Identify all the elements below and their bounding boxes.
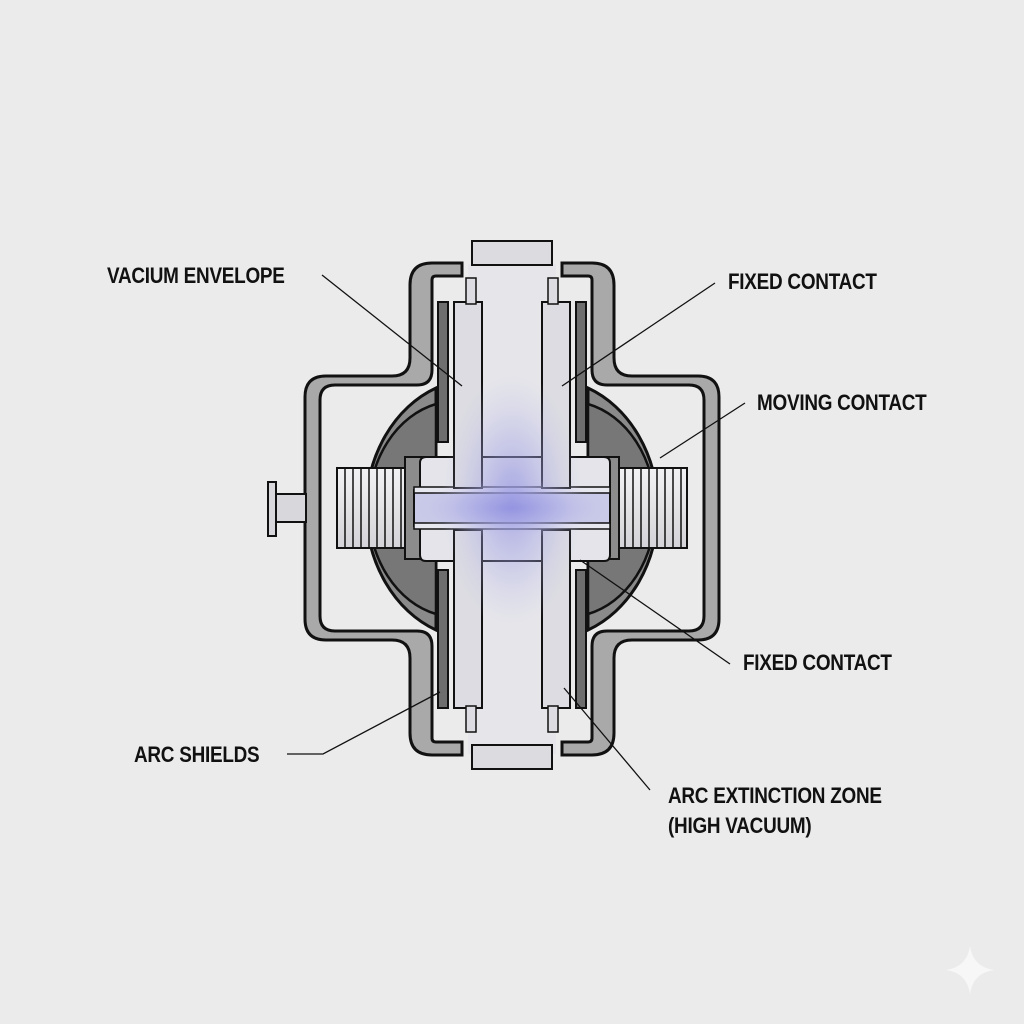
leader-vacuum-envelope bbox=[321, 274, 463, 387]
leader-fixed-contact-bottom bbox=[579, 559, 731, 665]
arc-shield-left-top bbox=[437, 301, 449, 443]
outer-housing-right bbox=[560, 261, 721, 757]
label-fixed-contact-top: FIXED CONTACT bbox=[728, 269, 877, 294]
label-fixed-contact-bottom: FIXED CONTACT bbox=[743, 650, 892, 675]
leader-fixed-contact-top bbox=[561, 282, 716, 387]
leader-arc-shields bbox=[287, 691, 441, 755]
label-vacuum-envelope: VACIUM ENVELOPE bbox=[107, 263, 285, 288]
sparkle-icon bbox=[946, 946, 994, 994]
side-port-stub bbox=[267, 481, 307, 537]
arc-shield-right-bottom bbox=[575, 569, 587, 709]
label-arc-extinction-zone: ARC EXTINCTION ZONE bbox=[668, 783, 882, 808]
leader-moving-contact bbox=[659, 402, 746, 459]
arc-shield-left-bottom bbox=[437, 569, 449, 709]
left-bellows bbox=[336, 456, 426, 560]
bottom-cap bbox=[471, 744, 553, 770]
top-cap bbox=[471, 240, 553, 266]
label-arc-shields: ARC SHIELDS bbox=[134, 742, 260, 767]
arc-glow-horizontal bbox=[412, 478, 612, 538]
leader-arc-extinction-zone bbox=[563, 687, 651, 791]
arc-shield-right-top bbox=[575, 301, 587, 443]
label-moving-contact: MOVING CONTACT bbox=[757, 390, 927, 415]
right-bellows bbox=[598, 456, 688, 560]
outer-housing bbox=[303, 261, 464, 757]
label-arc-extinction-zone-line2: (HIGH VACUUM) bbox=[668, 813, 812, 838]
